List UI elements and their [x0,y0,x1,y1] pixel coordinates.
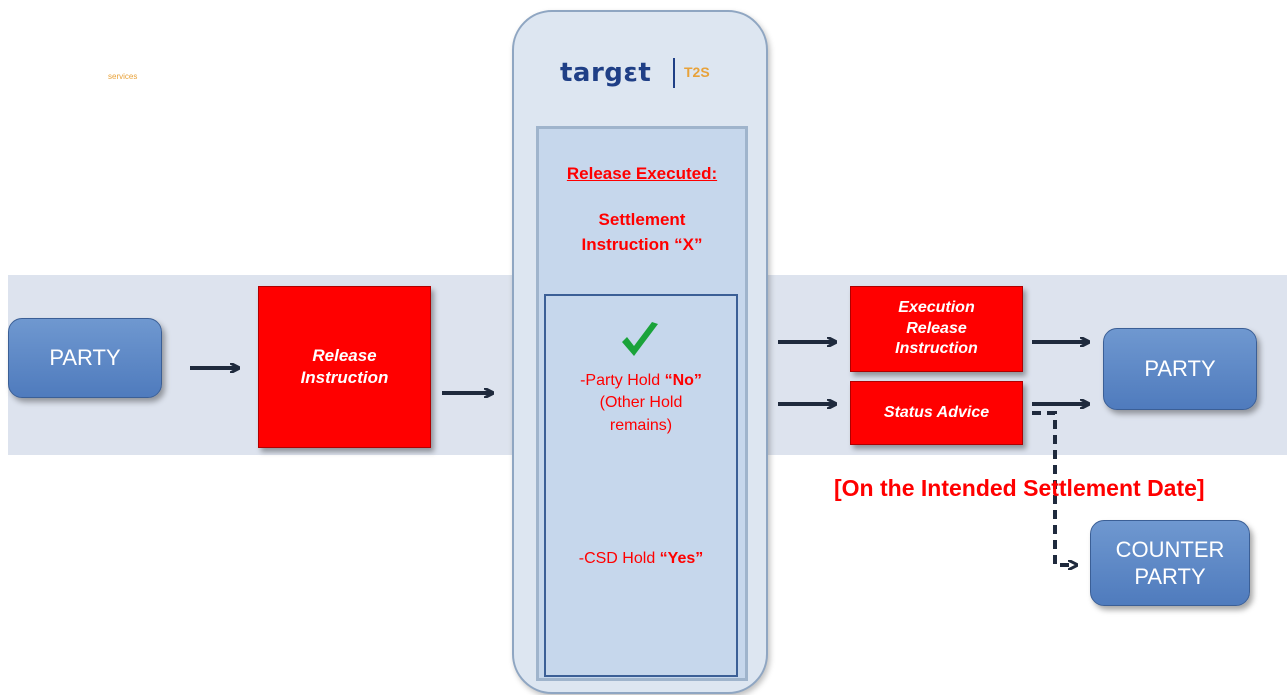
settlement-line2: Instruction “X” [581,234,703,254]
csd-hold-prefix: -CSD Hold [578,550,660,567]
party-hold-text: -Party Hold “No” (Other Hold remains) [544,370,738,437]
settlement-instruction-text: Settlement Instruction “X” [536,208,748,257]
right-party-box: PARTY [1103,328,1257,410]
execution-line3: Instruction [895,340,978,358]
counter-party-box: COUNTER PARTY [1090,520,1250,606]
logo-separator [673,58,675,88]
party-hold-line: -Party Hold “No” [544,370,738,392]
dashed-arrow-to-counterparty [1032,411,1076,565]
status-advice-box: Status Advice [850,381,1023,445]
settlement-line1: Settlement [598,210,686,229]
logo-t2s-text: T2S [684,64,710,80]
intended-date-note: [On the Intended Settlement Date] [834,475,1205,501]
other-hold-line2: remains) [609,416,673,434]
other-hold-line1: (Other Hold [599,394,683,412]
party-hold-value: “No” [664,372,702,389]
logo-services-text: services [108,72,138,81]
execution-release-box: Execution Release Instruction [850,286,1023,372]
right-party-label: PARTY [1144,356,1216,382]
release-instruction-line2: Instruction [300,368,389,387]
counter-party-line1: COUNTER [1115,536,1225,562]
status-advice-label: Status Advice [883,403,990,421]
release-instruction-box: Release Instruction [258,286,431,448]
counter-party-line2: PARTY [1134,564,1206,589]
execution-line1: Execution [898,298,975,316]
target-logo: targεt [560,58,651,88]
hold-status-panel [544,294,738,677]
left-party-label: PARTY [49,345,121,371]
logo-word: targεt [560,58,652,88]
execution-line2: Release [906,319,967,337]
csd-hold-text: -CSD Hold “Yes” [544,550,738,568]
csd-hold-value: “Yes” [659,550,704,567]
checkmark-icon [622,322,658,356]
party-hold-prefix: -Party Hold [580,372,665,389]
release-instruction-line1: Release [312,345,377,365]
left-party-box: PARTY [8,318,162,398]
release-executed-heading: Release Executed: [566,164,718,183]
